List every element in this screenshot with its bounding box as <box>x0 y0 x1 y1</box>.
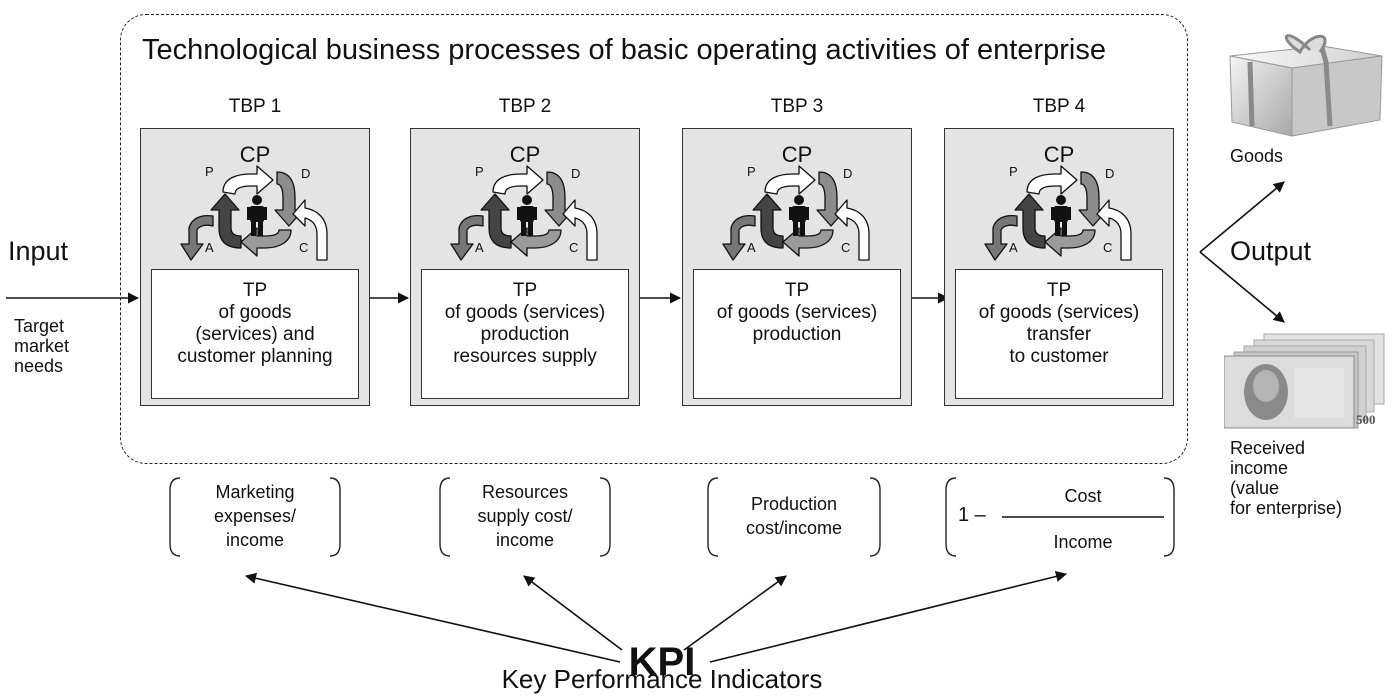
kpi-formula: Resources supply cost/ income <box>450 480 600 552</box>
tp-line: of goods (services) <box>716 302 878 323</box>
cycle-label-c: C <box>299 240 308 255</box>
cycle-label-c: C <box>1103 240 1112 255</box>
cycle-label-p: P <box>1009 164 1018 179</box>
pdca-cycle-icon: P D A C <box>984 164 1132 261</box>
tp-line: transfer <box>1026 324 1092 345</box>
input-sublabel-line: needs <box>14 356 64 376</box>
cycle-label-a: A <box>475 240 484 255</box>
banknote-value: 500 <box>1356 412 1376 427</box>
person-icon <box>247 195 267 236</box>
tp-line: to customer <box>1009 346 1109 367</box>
person-icon <box>517 195 537 236</box>
cycle-label-c: C <box>569 240 578 255</box>
income-label: Received income (value for enterprise) <box>1230 438 1342 518</box>
cycle-label-p: P <box>475 164 484 179</box>
diagram-title: Technological business processes of basi… <box>142 34 1106 66</box>
gift-box-icon <box>1229 34 1383 137</box>
kpi-arrow-4 <box>709 570 1068 663</box>
input-sublabel-line: Target <box>14 316 65 336</box>
income-label-line: (value <box>1230 478 1280 498</box>
person-icon <box>789 195 809 236</box>
cycle-label-d: D <box>301 166 310 181</box>
output-label: Output <box>1230 236 1312 266</box>
cycle-label-a: A <box>747 240 756 255</box>
pdca-cycle-icon: P D A C <box>180 164 328 261</box>
pdca-cycle-icon: P D A C <box>450 164 598 261</box>
enterprise-frame <box>120 14 1188 464</box>
cycle-label-d: D <box>571 166 580 181</box>
kpi-formula: Production cost/income <box>718 492 870 540</box>
tp-line: TP <box>1046 280 1072 301</box>
stage-title: TBP 1 <box>228 96 282 117</box>
cycle-label-d: D <box>1105 166 1114 181</box>
tp-line: customer planning <box>177 346 333 367</box>
cycle-label-d: D <box>843 166 852 181</box>
cycle-label-a: A <box>1009 240 1018 255</box>
stage-title: TBP 4 <box>1032 96 1086 117</box>
input-sublabel-line: market <box>14 336 70 356</box>
input-label: Input <box>8 236 69 266</box>
tp-line: resources supply <box>453 346 597 367</box>
kpi-formula-line: Resources <box>481 482 569 502</box>
cp-label: CP <box>509 142 541 167</box>
tp-line: of goods (services) <box>444 302 606 323</box>
cycle-label-a: A <box>205 240 214 255</box>
person-icon <box>1051 195 1071 236</box>
cycle-label-c: C <box>841 240 850 255</box>
input-sublabel: Target market needs <box>14 316 69 376</box>
tp-line: of goods <box>218 302 292 323</box>
kpi-title: KPI <box>628 640 696 684</box>
kpi-formula-line: expenses/ <box>213 506 297 526</box>
output-arrow-income <box>1199 251 1285 323</box>
kpi-formula: Marketing expenses/ income <box>180 480 330 552</box>
tp-line: TP <box>512 280 538 301</box>
kpi-formula-line: income <box>225 530 285 550</box>
output-arrow-goods <box>1199 181 1285 253</box>
cycle-label-p: P <box>205 164 214 179</box>
income-label-line: for enterprise) <box>1230 498 1343 518</box>
tp-line: (services) and <box>195 324 315 345</box>
banknotes-icon: 500 <box>1224 333 1385 429</box>
kpi-formula-prefix: 1 – <box>958 504 986 526</box>
kpi-formula-line: Production <box>750 494 838 514</box>
cycle-label-p: P <box>747 164 756 179</box>
kpi-arrow-1 <box>244 572 621 663</box>
tp-line: TP <box>784 280 810 301</box>
stage-title: TBP 2 <box>498 96 552 117</box>
cp-label: CP <box>1043 142 1075 167</box>
goods-label: Goods <box>1230 146 1284 166</box>
cp-label: CP <box>781 142 813 167</box>
tp-box: TP of goods (services) production resour… <box>421 269 629 399</box>
tp-line: production <box>480 324 570 345</box>
income-label-line: Received <box>1230 438 1306 458</box>
kpi-formula-line: income <box>495 530 555 550</box>
kpi-arrow-3 <box>683 575 787 651</box>
kpi-formula-line: Marketing <box>215 482 295 502</box>
stage-title: TBP 3 <box>770 96 824 117</box>
tp-box: TP of goods (services) transfer to custo… <box>955 269 1163 399</box>
tp-line: production <box>752 324 842 345</box>
pdca-cycle-icon: P D A C <box>722 164 870 261</box>
tp-box: TP of goods (services) production <box>693 269 901 399</box>
tp-line: TP <box>242 280 268 301</box>
kpi-arrow-2 <box>523 575 623 651</box>
income-label-line: income <box>1230 458 1289 478</box>
cp-label: CP <box>239 142 271 167</box>
kpi-formula-denominator: Income <box>1053 532 1113 552</box>
tp-box: TP of goods (services) and customer plan… <box>151 269 359 399</box>
tp-line: of goods (services) <box>978 302 1140 323</box>
kpi-formula-line: cost/income <box>745 518 843 538</box>
kpi-formula-line: supply cost/ <box>477 506 573 526</box>
kpi-subtitle: Key Performance Indicators <box>501 664 823 694</box>
kpi-formula-numerator: Cost <box>1064 486 1102 506</box>
kpi-brackets <box>169 477 1175 557</box>
